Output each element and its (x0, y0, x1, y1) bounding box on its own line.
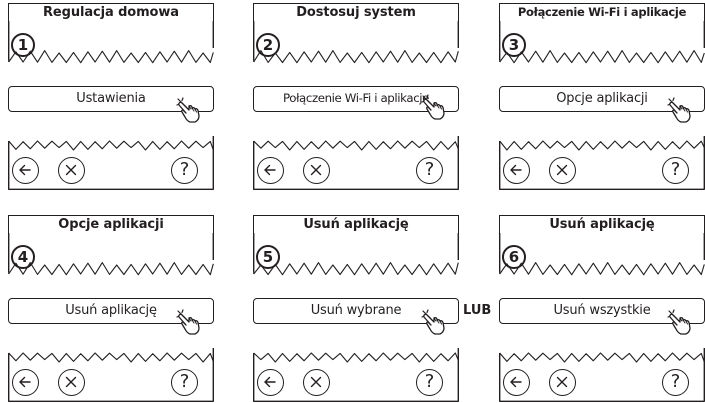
step-number: 1 (11, 33, 35, 57)
arrow-left-icon (510, 164, 522, 176)
back-button[interactable] (503, 157, 530, 184)
close-icon (556, 376, 568, 388)
step-panel-3: Połączenie Wi-Fi i aplikacje 3 Opcje apl… (491, 0, 705, 190)
tap-hand-icon (176, 97, 200, 123)
settings-button[interactable]: Ustawienia (8, 86, 214, 112)
cancel-button[interactable] (303, 157, 330, 184)
cancel-button[interactable] (58, 369, 85, 396)
cancel-button[interactable] (303, 369, 330, 396)
app-options-button[interactable]: Opcje aplikacji (499, 86, 705, 112)
step-panel-1: Regulacja domowa 1 Ustawienia ? (0, 0, 214, 190)
arrow-left-icon (19, 376, 31, 388)
remove-app-button[interactable]: Usuń aplikację (8, 298, 214, 324)
arrow-left-icon (510, 376, 522, 388)
step-panel-5: Usuń aplikację 5 Usuń wybrane ? (245, 212, 459, 402)
cancel-button[interactable] (549, 369, 576, 396)
cancel-button[interactable] (58, 157, 85, 184)
remove-selected-button[interactable]: Usuń wybrane (253, 298, 459, 324)
back-button[interactable] (12, 157, 39, 184)
step-panel-6: Usuń aplikację 6 Usuń wszystkie ? (491, 212, 705, 402)
step-number: 6 (502, 245, 526, 269)
step-number: 4 (11, 245, 35, 269)
help-button[interactable]: ? (662, 157, 689, 184)
arrow-left-icon (264, 376, 276, 388)
back-button[interactable] (257, 157, 284, 184)
close-icon (556, 164, 568, 176)
cancel-button[interactable] (549, 157, 576, 184)
screen-title: Regulacja domowa (8, 3, 214, 21)
step-panel-2: Dostosuj system 2 Połączenie Wi-Fi i apl… (245, 0, 459, 190)
screen-title: Usuń aplikację (253, 215, 459, 233)
or-label: LUB (463, 303, 492, 318)
tap-hand-icon (421, 94, 445, 120)
remove-all-button[interactable]: Usuń wszystkie (499, 298, 705, 324)
tap-hand-icon (176, 309, 200, 335)
screen-title: Usuń aplikację (499, 215, 705, 233)
arrow-left-icon (19, 164, 31, 176)
tap-hand-icon (667, 309, 691, 335)
screen-title: Dostosuj system (253, 3, 459, 21)
back-button[interactable] (257, 369, 284, 396)
help-button[interactable]: ? (416, 369, 443, 396)
help-button[interactable]: ? (171, 369, 198, 396)
screen-title: Opcje aplikacji (8, 215, 214, 233)
tap-hand-icon (421, 309, 445, 335)
close-icon (310, 164, 322, 176)
help-button[interactable]: ? (416, 157, 443, 184)
step-panel-4: Opcje aplikacji 4 Usuń aplikację ? (0, 212, 214, 402)
screen-title: Połączenie Wi-Fi i aplikacje (499, 3, 705, 21)
step-number: 5 (256, 245, 280, 269)
help-button[interactable]: ? (662, 369, 689, 396)
help-button[interactable]: ? (171, 157, 198, 184)
arrow-left-icon (264, 164, 276, 176)
back-button[interactable] (503, 369, 530, 396)
tap-hand-icon (667, 97, 691, 123)
close-icon (65, 376, 77, 388)
back-button[interactable] (12, 369, 39, 396)
close-icon (65, 164, 77, 176)
step-number: 3 (502, 33, 526, 57)
step-number: 2 (256, 33, 280, 57)
close-icon (310, 376, 322, 388)
